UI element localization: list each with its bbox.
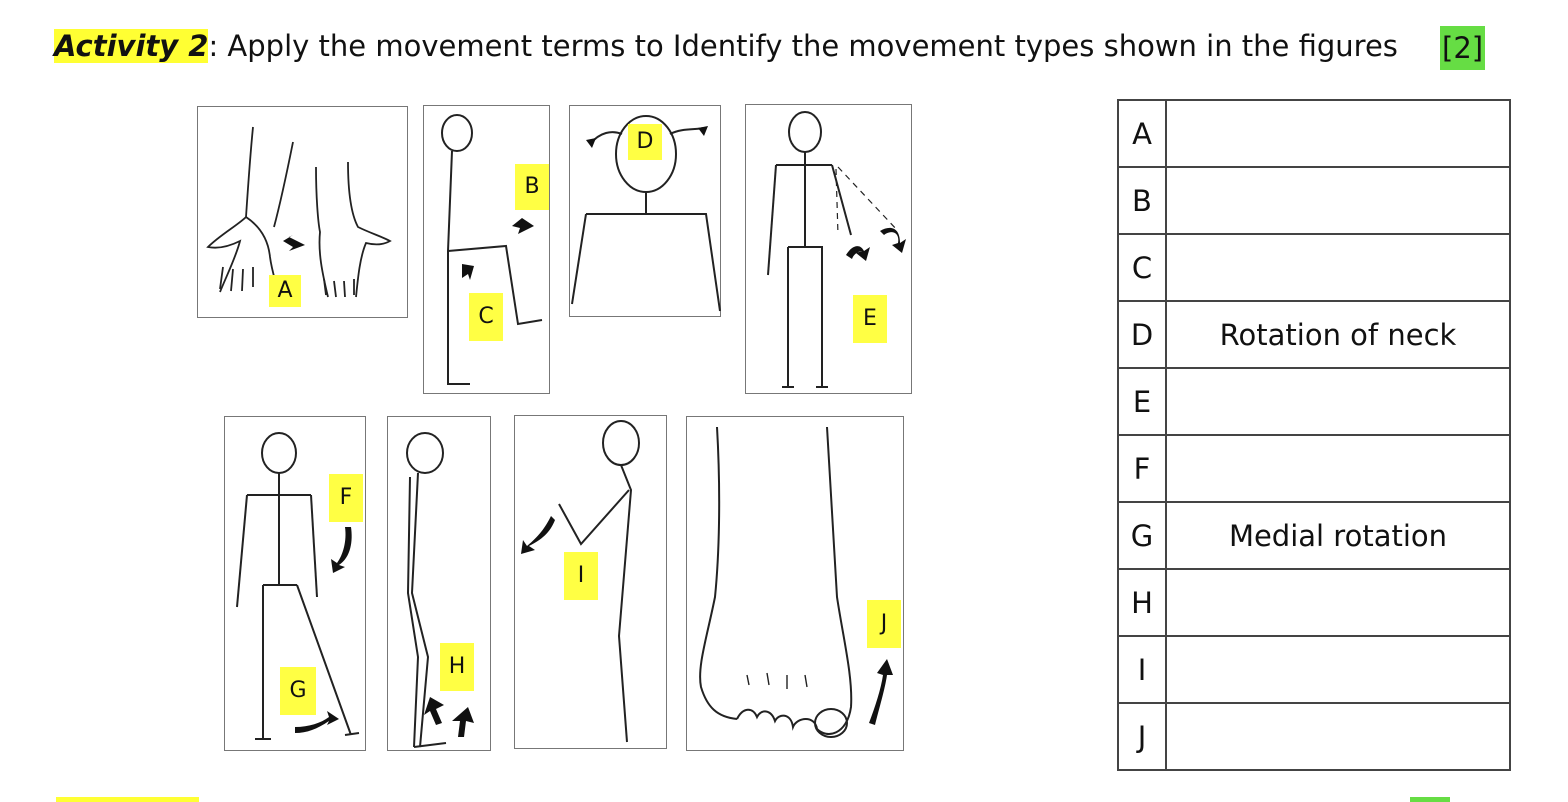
label-j: J [867,600,901,648]
table-row: I [1117,635,1511,704]
figure-neck: D [569,105,721,317]
label-b: B [515,164,549,210]
label-d: D [628,124,662,160]
bottom-highlight-green [1410,797,1450,802]
hip-abduction-drawing [236,432,360,740]
hands-drawing [206,126,392,298]
table-row: C [1117,233,1511,302]
table-row: G Medial rotation [1117,501,1511,570]
label-a: A [269,275,301,307]
plantarflexion-drawing [406,432,474,748]
table-row: A [1117,99,1511,168]
table-row: E [1117,367,1511,436]
answer-cell[interactable] [1165,702,1511,771]
knee-hip-drawing [441,114,543,385]
row-letter: B [1117,166,1167,235]
neck-drawing [571,115,721,312]
activity-heading: Activity 2: Apply the movement terms to … [54,26,1398,70]
row-letter: I [1117,635,1167,704]
answer-cell[interactable] [1165,568,1511,637]
label-i: I [564,552,598,600]
answer-cell[interactable]: Rotation of neck [1165,300,1511,369]
table-row: B [1117,166,1511,235]
table-row: D Rotation of neck [1117,300,1511,369]
activity-instruction: : Apply the movement terms to Identify t… [208,29,1398,63]
answer-cell[interactable] [1165,367,1511,436]
table-row: H [1117,568,1511,637]
label-c: C [469,293,503,341]
row-letter: D [1117,300,1167,369]
row-letter: E [1117,367,1167,436]
figure-hands: A [197,106,408,318]
answer-cell[interactable] [1165,99,1511,168]
figure-knee-hip: B C [423,105,550,394]
answer-cell[interactable] [1165,635,1511,704]
label-f: F [329,474,363,522]
figure-plantarflexion: H [387,416,491,751]
answer-cell[interactable] [1165,166,1511,235]
answer-table: A B C D Rotation of neck E F G Medial ro… [1117,99,1511,771]
activity-label: Activity 2 [54,29,209,63]
shoulder-drawing [767,111,906,388]
figure-shoulder: E [745,104,912,394]
row-letter: H [1117,568,1167,637]
marks-badge: [2] [1440,26,1486,70]
figure-foot: J [686,416,904,751]
table-row: J [1117,702,1511,771]
row-letter: A [1117,99,1167,168]
row-letter: J [1117,702,1167,771]
row-letter: F [1117,434,1167,503]
table-row: F [1117,434,1511,503]
label-e: E [853,295,887,343]
row-letter: C [1117,233,1167,302]
answer-cell[interactable] [1165,434,1511,503]
answer-cell[interactable]: Medial rotation [1165,501,1511,570]
label-g: G [280,667,316,715]
answer-cell[interactable] [1165,233,1511,302]
shoulder-flexion-drawing [521,420,640,743]
figure-hip-abduction: F G [224,416,366,751]
foot-drawing [699,426,893,738]
row-letter: G [1117,501,1167,570]
label-h: H [440,643,474,691]
figure-shoulder-flexion: I [514,415,667,749]
bottom-highlight-yellow [56,797,199,802]
